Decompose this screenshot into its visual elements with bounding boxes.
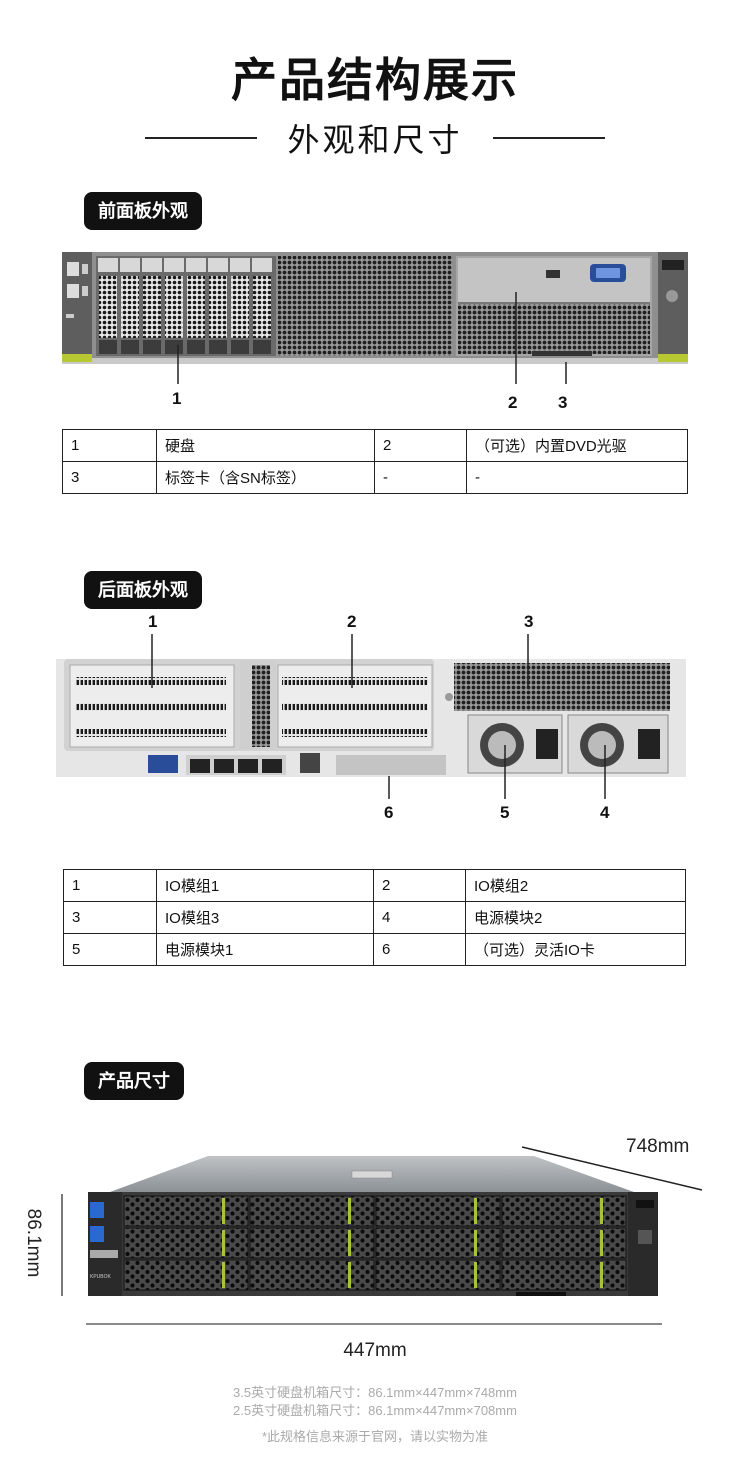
table-cell: 3 [63, 901, 157, 934]
table-cell: - [374, 461, 467, 494]
table-cell: （可选）灵活IO卡 [465, 933, 686, 966]
spec-note-3-5: 3.5英寸硬盘机箱尺寸：86.1mm×447mm×748mm [233, 1385, 517, 1400]
table-cell: 4 [373, 901, 466, 934]
front-callout-3: 3 [558, 393, 568, 412]
table-row: 3 标签卡（含SN标签） - - [62, 461, 688, 494]
depth-label: 748mm [626, 1136, 690, 1157]
rear-callout-1: 1 [148, 612, 158, 631]
table-cell: 2 [374, 429, 467, 462]
table-cell: 电源模块1 [156, 933, 374, 966]
subtitle-divider-left [145, 137, 258, 139]
disclaimer-note: *此规格信息来源于官网，请以实物为准 [261, 1429, 489, 1444]
table-cell: 电源模块2 [465, 901, 686, 934]
table-cell: 标签卡（含SN标签） [156, 461, 375, 494]
spec-note-2-5: 2.5英寸硬盘机箱尺寸：86.1mm×447mm×708mm [233, 1403, 517, 1418]
table-row: 5 电源模块1 6 （可选）灵活IO卡 [63, 933, 686, 966]
width-label: 447mm [343, 1340, 407, 1361]
front-panel-label: 前面板外观 [84, 192, 202, 230]
rear-callout-2: 2 [347, 612, 357, 631]
front-callout-2: 2 [508, 393, 518, 412]
rear-callout-4: 4 [600, 803, 610, 822]
rear-callout-lines [151, 634, 606, 799]
page-title: 产品结构展示 [231, 54, 519, 106]
chassis-image: KPUBOK [61, 1146, 703, 1325]
table-cell: 1 [63, 869, 157, 902]
rear-panel-label: 后面板外观 [84, 571, 202, 609]
rear-spec-table: 1 IO模组1 2 IO模组2 3 IO模组3 4 电源模块2 5 电源模块1 … [63, 869, 686, 966]
rear-panel-image [56, 655, 686, 780]
table-row: 1 IO模组1 2 IO模组2 [63, 869, 686, 902]
table-cell: - [466, 461, 688, 494]
dimensions-label: 产品尺寸 [84, 1062, 184, 1100]
table-cell: 2 [373, 869, 466, 902]
subtitle: 外观和尺寸 [287, 122, 463, 158]
table-row: 1 硬盘 2 （可选）内置DVD光驱 [62, 429, 688, 462]
front-panel-image [62, 250, 688, 366]
rear-callout-6: 6 [384, 803, 394, 822]
table-cell: IO模组1 [156, 869, 374, 902]
front-callout-1: 1 [172, 389, 182, 408]
table-cell: IO模组3 [156, 901, 374, 934]
table-cell: 5 [63, 933, 157, 966]
subtitle-row: 外观和尺寸 [0, 118, 750, 158]
front-spec-table: 1 硬盘 2 （可选）内置DVD光驱 3 标签卡（含SN标签） - - [62, 429, 688, 494]
brand-text: KPUBOK [90, 1274, 112, 1280]
table-cell: 6 [373, 933, 466, 966]
subtitle-divider-right [492, 137, 605, 139]
table-cell: （可选）内置DVD光驱 [466, 429, 688, 462]
table-row: 3 IO模组3 4 电源模块2 [63, 901, 686, 934]
table-cell: 3 [62, 461, 157, 494]
rear-callout-5: 5 [500, 803, 510, 822]
rear-callout-3: 3 [524, 612, 534, 631]
table-cell: IO模组2 [465, 869, 686, 902]
front-callout-lines [177, 292, 567, 384]
